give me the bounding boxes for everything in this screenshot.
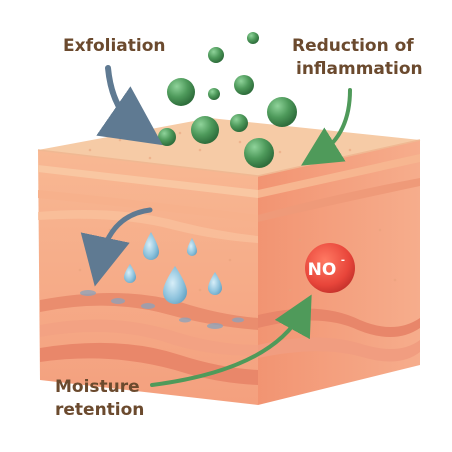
- water-droplets: [124, 232, 222, 304]
- side-layer-stripes: [258, 154, 420, 362]
- green-sphere-icon: [234, 75, 254, 95]
- reduction-label-line1: Reduction of: [292, 36, 414, 56]
- moisture-label-line2: retention: [55, 400, 144, 420]
- absorption-arrow-icon: [80, 207, 153, 287]
- no-badge: NO -: [305, 243, 355, 293]
- exfoliation-arrow-icon: [96, 65, 163, 146]
- moisture-label-line1: Moisture: [55, 377, 140, 397]
- exfoliation-label: Exfoliation: [63, 36, 166, 56]
- water-droplet-icon: [208, 272, 222, 295]
- front-layer-stripes: [38, 165, 258, 385]
- water-droplet-icon: [143, 232, 159, 260]
- green-sphere-icon: [191, 116, 219, 144]
- green-sphere-icon: [158, 128, 176, 146]
- green-sphere-icon: [208, 88, 220, 100]
- inflammation-arrow-icon: [301, 88, 352, 166]
- water-droplet-icon: [163, 266, 187, 304]
- green-sphere-icon: [244, 138, 274, 168]
- green-sphere-icon: [208, 47, 224, 63]
- moisture-arrow-icon: [150, 294, 312, 387]
- no-badge-sup: -: [341, 255, 345, 266]
- green-sphere-icon: [230, 114, 248, 132]
- reduction-label-line2: inflammation: [296, 59, 423, 79]
- green-sphere-icon: [167, 78, 195, 106]
- no-badge-text: NO: [308, 260, 337, 280]
- green-sphere-icon: [247, 32, 259, 44]
- green-particles: [158, 32, 297, 168]
- water-droplet-icon: [187, 238, 197, 256]
- green-sphere-icon: [267, 97, 297, 127]
- cell-ovals: [80, 290, 244, 329]
